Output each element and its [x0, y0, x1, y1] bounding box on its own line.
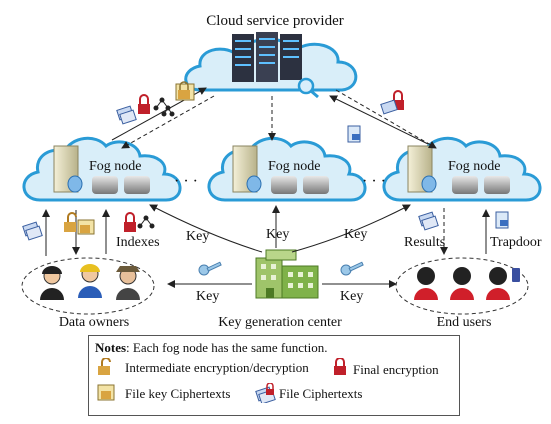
intermediate-lock-icon	[64, 212, 77, 232]
key-label: Key	[340, 289, 363, 304]
final-lock-icon	[124, 212, 136, 232]
fog-node-middle: Fog node	[207, 136, 367, 202]
file-key-ciphertext-icon	[77, 219, 95, 235]
legend-intermediate: Intermediate encryption/decryption	[125, 360, 309, 375]
notes-heading: Notes	[95, 340, 127, 355]
trapdoor-label: Trapdoor	[490, 235, 542, 250]
final-lock-icon	[334, 358, 346, 375]
legend-final: Final encryption	[353, 362, 439, 377]
results-label: Results	[404, 235, 445, 250]
storage-disk-icon	[484, 176, 510, 194]
database-icon	[67, 175, 83, 193]
legend-file-key: File key Ciphertexts	[125, 386, 231, 401]
key-icon	[340, 261, 364, 276]
data-owners-label: Data owners	[59, 315, 129, 330]
cloud-provider-title: Cloud service provider	[206, 13, 343, 29]
notes-text: : Each fog node has the same function.	[126, 340, 328, 355]
trapdoor-doc-icon	[495, 211, 509, 229]
index-tree-icon	[153, 97, 175, 117]
file-ciphertext-icon	[116, 105, 137, 125]
notes-header: Notes: Each fog node has the same functi…	[95, 340, 327, 356]
final-lock-icon	[138, 94, 150, 114]
index-tree-icon	[137, 215, 155, 229]
legend-file: File Ciphertexts	[279, 386, 363, 401]
file-key-ciphertext-icon	[175, 81, 195, 101]
storage-disk-icon	[92, 176, 118, 194]
key-label: Key	[344, 227, 367, 242]
fog-node-label: Fog node	[448, 159, 501, 174]
end-user-avatar	[414, 267, 438, 300]
data-owner-avatar	[78, 264, 102, 298]
notes-legend: Notes: Each fog node has the same functi…	[88, 335, 460, 416]
key-generation-center-building	[255, 249, 319, 299]
key-icon	[198, 261, 222, 276]
end-user-avatar	[486, 267, 510, 300]
data-owners-group	[21, 257, 155, 315]
magnifier-icon	[297, 77, 319, 99]
storage-disk-icon	[271, 176, 297, 194]
file-ciphertext-icon	[22, 221, 43, 241]
server-rack-icon	[232, 32, 302, 82]
fog-node-right: Fog node	[382, 136, 542, 202]
mobile-phone-icon	[512, 268, 520, 282]
key-label: Key	[266, 227, 289, 242]
end-users-group	[395, 257, 529, 315]
file-key-ciphertext-icon	[97, 384, 115, 401]
indexes-label: Indexes	[116, 235, 160, 250]
fog-node-label: Fog node	[268, 159, 321, 174]
fog-server-icon	[53, 145, 79, 193]
key-generation-center-label: Key generation center	[218, 315, 342, 330]
ellipsis-left: · · ·	[174, 173, 198, 190]
storage-disk-icon	[452, 176, 478, 194]
file-ciphertext-icon	[380, 99, 398, 115]
key-label: Key	[196, 289, 219, 304]
intermediate-lock-icon	[98, 358, 111, 375]
cloud-service-provider	[184, 32, 358, 99]
key-distribution-links	[149, 204, 411, 288]
fog-node-label: Fog node	[89, 159, 142, 174]
end-users-label: End users	[437, 315, 492, 330]
file-ciphertext-icon	[255, 383, 276, 403]
data-owner-avatar	[116, 266, 140, 300]
ellipsis-right: · · ·	[362, 173, 386, 190]
final-lock-icon	[392, 90, 404, 110]
trapdoor-doc-icon	[347, 125, 361, 143]
user-fog-links	[440, 208, 490, 255]
end-user-avatar	[450, 267, 474, 300]
fog-node-left: Fog node	[22, 136, 182, 202]
storage-disk-icon	[124, 176, 150, 194]
database-icon	[421, 175, 437, 193]
data-owner-avatar	[40, 266, 64, 300]
database-icon	[246, 175, 262, 193]
storage-disk-icon	[303, 176, 329, 194]
key-label: Key	[186, 229, 209, 244]
file-ciphertext-icon	[418, 211, 439, 231]
